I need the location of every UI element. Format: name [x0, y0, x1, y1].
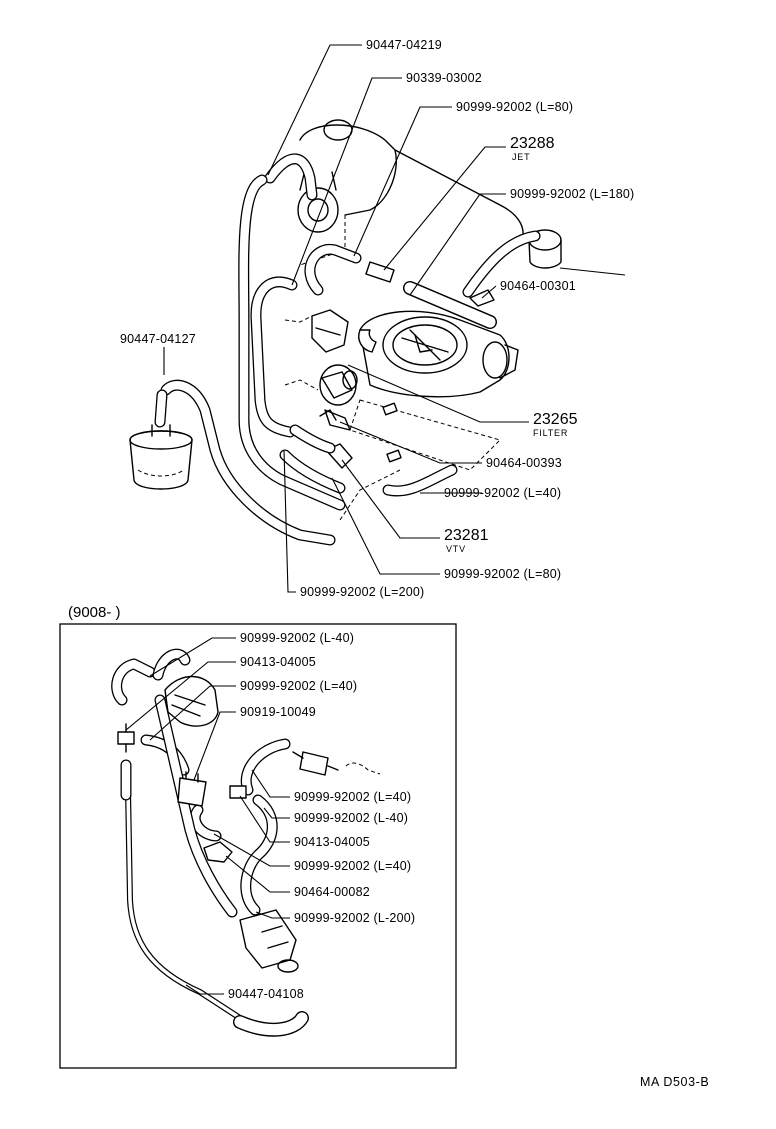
inset-leader-lines	[125, 637, 290, 995]
inset-label-a9: 90464-00082	[294, 885, 370, 899]
inset-label-a3: 90999-92002 (L=40)	[240, 679, 357, 693]
main-leader-lines	[163, 44, 626, 593]
inset-label-a5: 90999-92002 (L=40)	[294, 790, 411, 804]
inset-frame	[59, 623, 457, 1069]
label-hose-l80-lower: 90999-92002 (L=80)	[444, 567, 561, 581]
inset-label-a7: 90413-04005	[294, 835, 370, 849]
inset-header: (9008- )	[68, 604, 121, 621]
inset-label-a4: 90919-10049	[240, 705, 316, 719]
label-90447-04127: 90447-04127	[120, 332, 196, 346]
main-hoses	[154, 153, 541, 546]
inset-label-a8: 90999-92002 (L=40)	[294, 859, 411, 873]
label-filter: FILTER	[533, 428, 568, 438]
label-hose-l40: 90999-92002 (L=40)	[444, 486, 561, 500]
inset-label-a11: 90447-04108	[228, 987, 304, 1001]
label-hose-l80-upper: 90999-92002 (L=80)	[456, 100, 573, 114]
inset-label-a10: 90999-92002 (L-200)	[294, 911, 415, 925]
label-90447-04219: 90447-04219	[366, 38, 442, 52]
figure-reference: MA D503-B	[640, 1075, 709, 1089]
label-90464-00393: 90464-00393	[486, 456, 562, 470]
label-90464-00301: 90464-00301	[500, 279, 576, 293]
inset-label-a1: 90999-92002 (L-40)	[240, 631, 354, 645]
inset-label-a6: 90999-92002 (L-40)	[294, 811, 408, 825]
label-jet: JET	[512, 152, 530, 162]
label-23288: 23288	[510, 135, 555, 152]
inset-label-a2: 90413-04005	[240, 655, 316, 669]
label-vtv: VTV	[446, 544, 466, 554]
main-labels: 90447-04219 90339-03002 90999-92002 (L=8…	[120, 38, 634, 599]
inset-labels: 90999-92002 (L-40) 90413-04005 90999-920…	[228, 631, 415, 1001]
label-23281: 23281	[444, 527, 489, 544]
label-23265: 23265	[533, 411, 578, 428]
label-hose-l200: 90999-92002 (L=200)	[300, 585, 424, 599]
label-90339-03002: 90339-03002	[406, 71, 482, 85]
main-assembly-illustration	[129, 119, 562, 521]
label-hose-l180: 90999-92002 (L=180)	[510, 187, 634, 201]
